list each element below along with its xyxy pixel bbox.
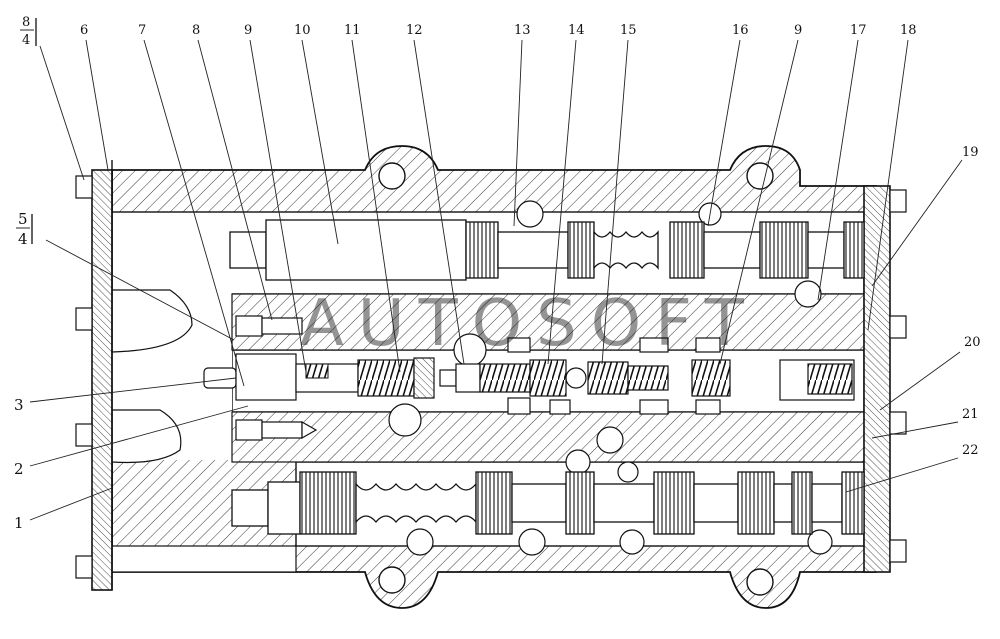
left-chamber-upper (111, 289, 193, 353)
mounting-hole (746, 162, 774, 190)
mounting-hole (378, 162, 406, 190)
mounting-hole (746, 568, 774, 596)
callout-14: 14 (568, 23, 585, 38)
bolt-head (75, 555, 93, 579)
callout-8-denominator: 4 (22, 33, 30, 48)
callout-9: 9 (244, 23, 252, 38)
callout-6: 6 (80, 23, 88, 38)
bolt-head (75, 175, 93, 199)
callout-12: 12 (406, 23, 423, 38)
callout-16: 16 (732, 23, 749, 38)
callout-22: 22 (962, 443, 979, 458)
callout-5-denominator: 4 (18, 230, 28, 248)
leader-lines (29, 39, 963, 521)
bolt-head (889, 411, 907, 435)
callout-3: 3 (14, 396, 24, 414)
callout-17: 17 (850, 23, 867, 38)
callout-15: 15 (620, 23, 637, 38)
left-chamber-lower (111, 409, 182, 464)
callout-13: 13 (514, 23, 531, 38)
bolt-head (75, 423, 93, 447)
callout-19: 19 (962, 145, 979, 160)
bolt-head (889, 315, 907, 339)
right-end-cap (863, 185, 907, 573)
bolt-head (889, 539, 907, 563)
lower-cavity (111, 545, 297, 573)
callout-1: 1 (14, 514, 24, 532)
callout-20: 20 (964, 335, 981, 350)
callout-11: 11 (344, 23, 361, 38)
callout-9-right: 9 (794, 23, 802, 38)
left-cover-plate (75, 160, 113, 591)
bolt-head (75, 307, 93, 331)
lower-spool (231, 471, 865, 535)
callout-8: 8 (192, 23, 200, 38)
callout-2: 2 (14, 460, 24, 478)
watermark: AUTOSOFT (300, 287, 758, 361)
callout-7: 7 (138, 23, 146, 38)
callout-5-numerator: 5 (18, 210, 28, 228)
bolt-head (889, 189, 907, 213)
callout-21: 21 (962, 407, 979, 422)
callout-8-numerator: 8 (22, 15, 30, 30)
callout-10: 10 (294, 23, 311, 38)
mounting-hole (378, 566, 406, 594)
callout-18: 18 (900, 23, 917, 38)
upper-spool (229, 219, 865, 281)
callout-labels: 8 4 6 7 8 9 10 11 12 13 14 15 16 9 17 18… (14, 15, 981, 532)
